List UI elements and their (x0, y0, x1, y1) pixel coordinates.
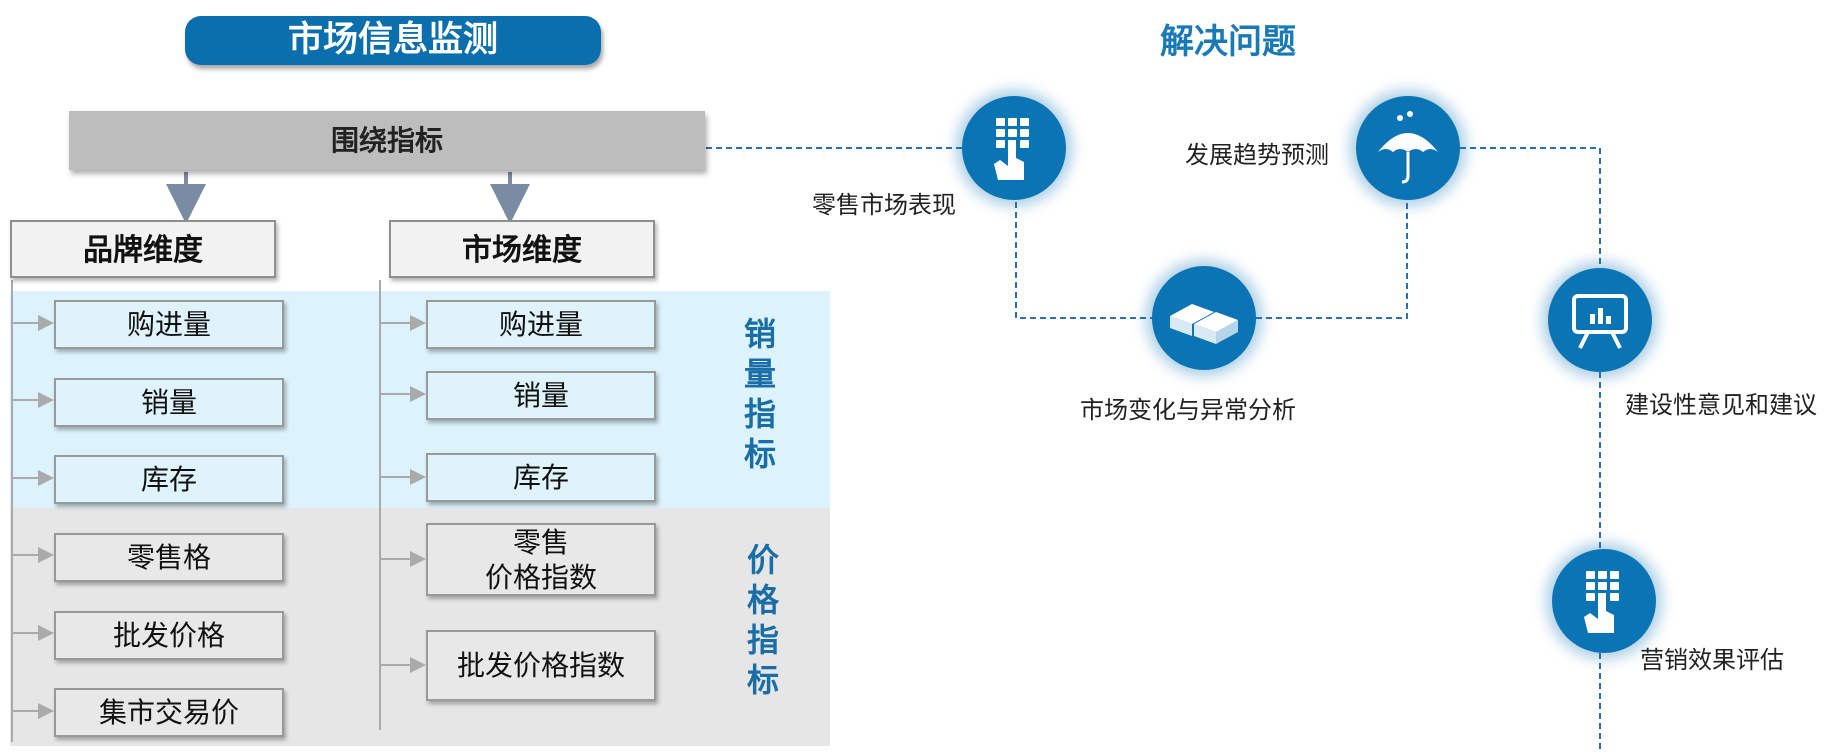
solve-problems-title: 解决问题 (1160, 22, 1296, 62)
price-indicator-label: 价格指标 (746, 541, 779, 699)
brand-item-market-trade-price: 集市交易价 (54, 688, 284, 737)
brand-item-sales: 销量 (54, 378, 284, 427)
market-item-inventory: 库存 (426, 453, 656, 502)
market-dimension-header: 市场维度 (389, 220, 655, 278)
node-suggestions (1548, 268, 1652, 372)
presentation-board-icon (1572, 294, 1628, 349)
node-market-change-analysis (1152, 266, 1256, 370)
brand-item-purchase-volume: 购进量 (54, 300, 284, 349)
bricks-icon (1170, 304, 1238, 344)
brand-item-wholesale-price: 批发价格 (54, 611, 284, 660)
node-trend-forecast (1356, 96, 1460, 200)
brand-item-inventory: 库存 (54, 455, 284, 504)
node-label-trend-forecast: 发展趋势预测 (1185, 141, 1329, 169)
umbrella-icon (1378, 111, 1438, 184)
market-item-retail-price-index: 零售 价格指数 (426, 523, 656, 596)
sales-indicator-label: 销量指标 (743, 315, 776, 473)
market-item-wholesale-price-index: 批发价格指数 (426, 630, 656, 701)
market-item-sales: 销量 (426, 371, 656, 420)
brand-dimension-header: 品牌维度 (10, 220, 276, 278)
node-label-suggestions: 建设性意见和建议 (1625, 391, 1817, 419)
keypad-hand-icon (1584, 571, 1619, 633)
node-label-marketing-evaluation: 营销效果评估 (1640, 646, 1784, 674)
keypad-hand-icon (994, 118, 1029, 180)
brand-item-retail-price: 零售格 (54, 533, 284, 582)
market-item-purchase-volume: 购进量 (426, 300, 656, 349)
node-label-retail-market: 零售市场表现 (812, 191, 956, 219)
node-retail-market (962, 96, 1066, 200)
core-indicators-banner: 围绕指标 (69, 111, 705, 170)
node-marketing-evaluation (1552, 549, 1656, 653)
node-label-market-change-analysis: 市场变化与异常分析 (1080, 396, 1296, 424)
page-title: 市场信息监测 (185, 16, 601, 65)
